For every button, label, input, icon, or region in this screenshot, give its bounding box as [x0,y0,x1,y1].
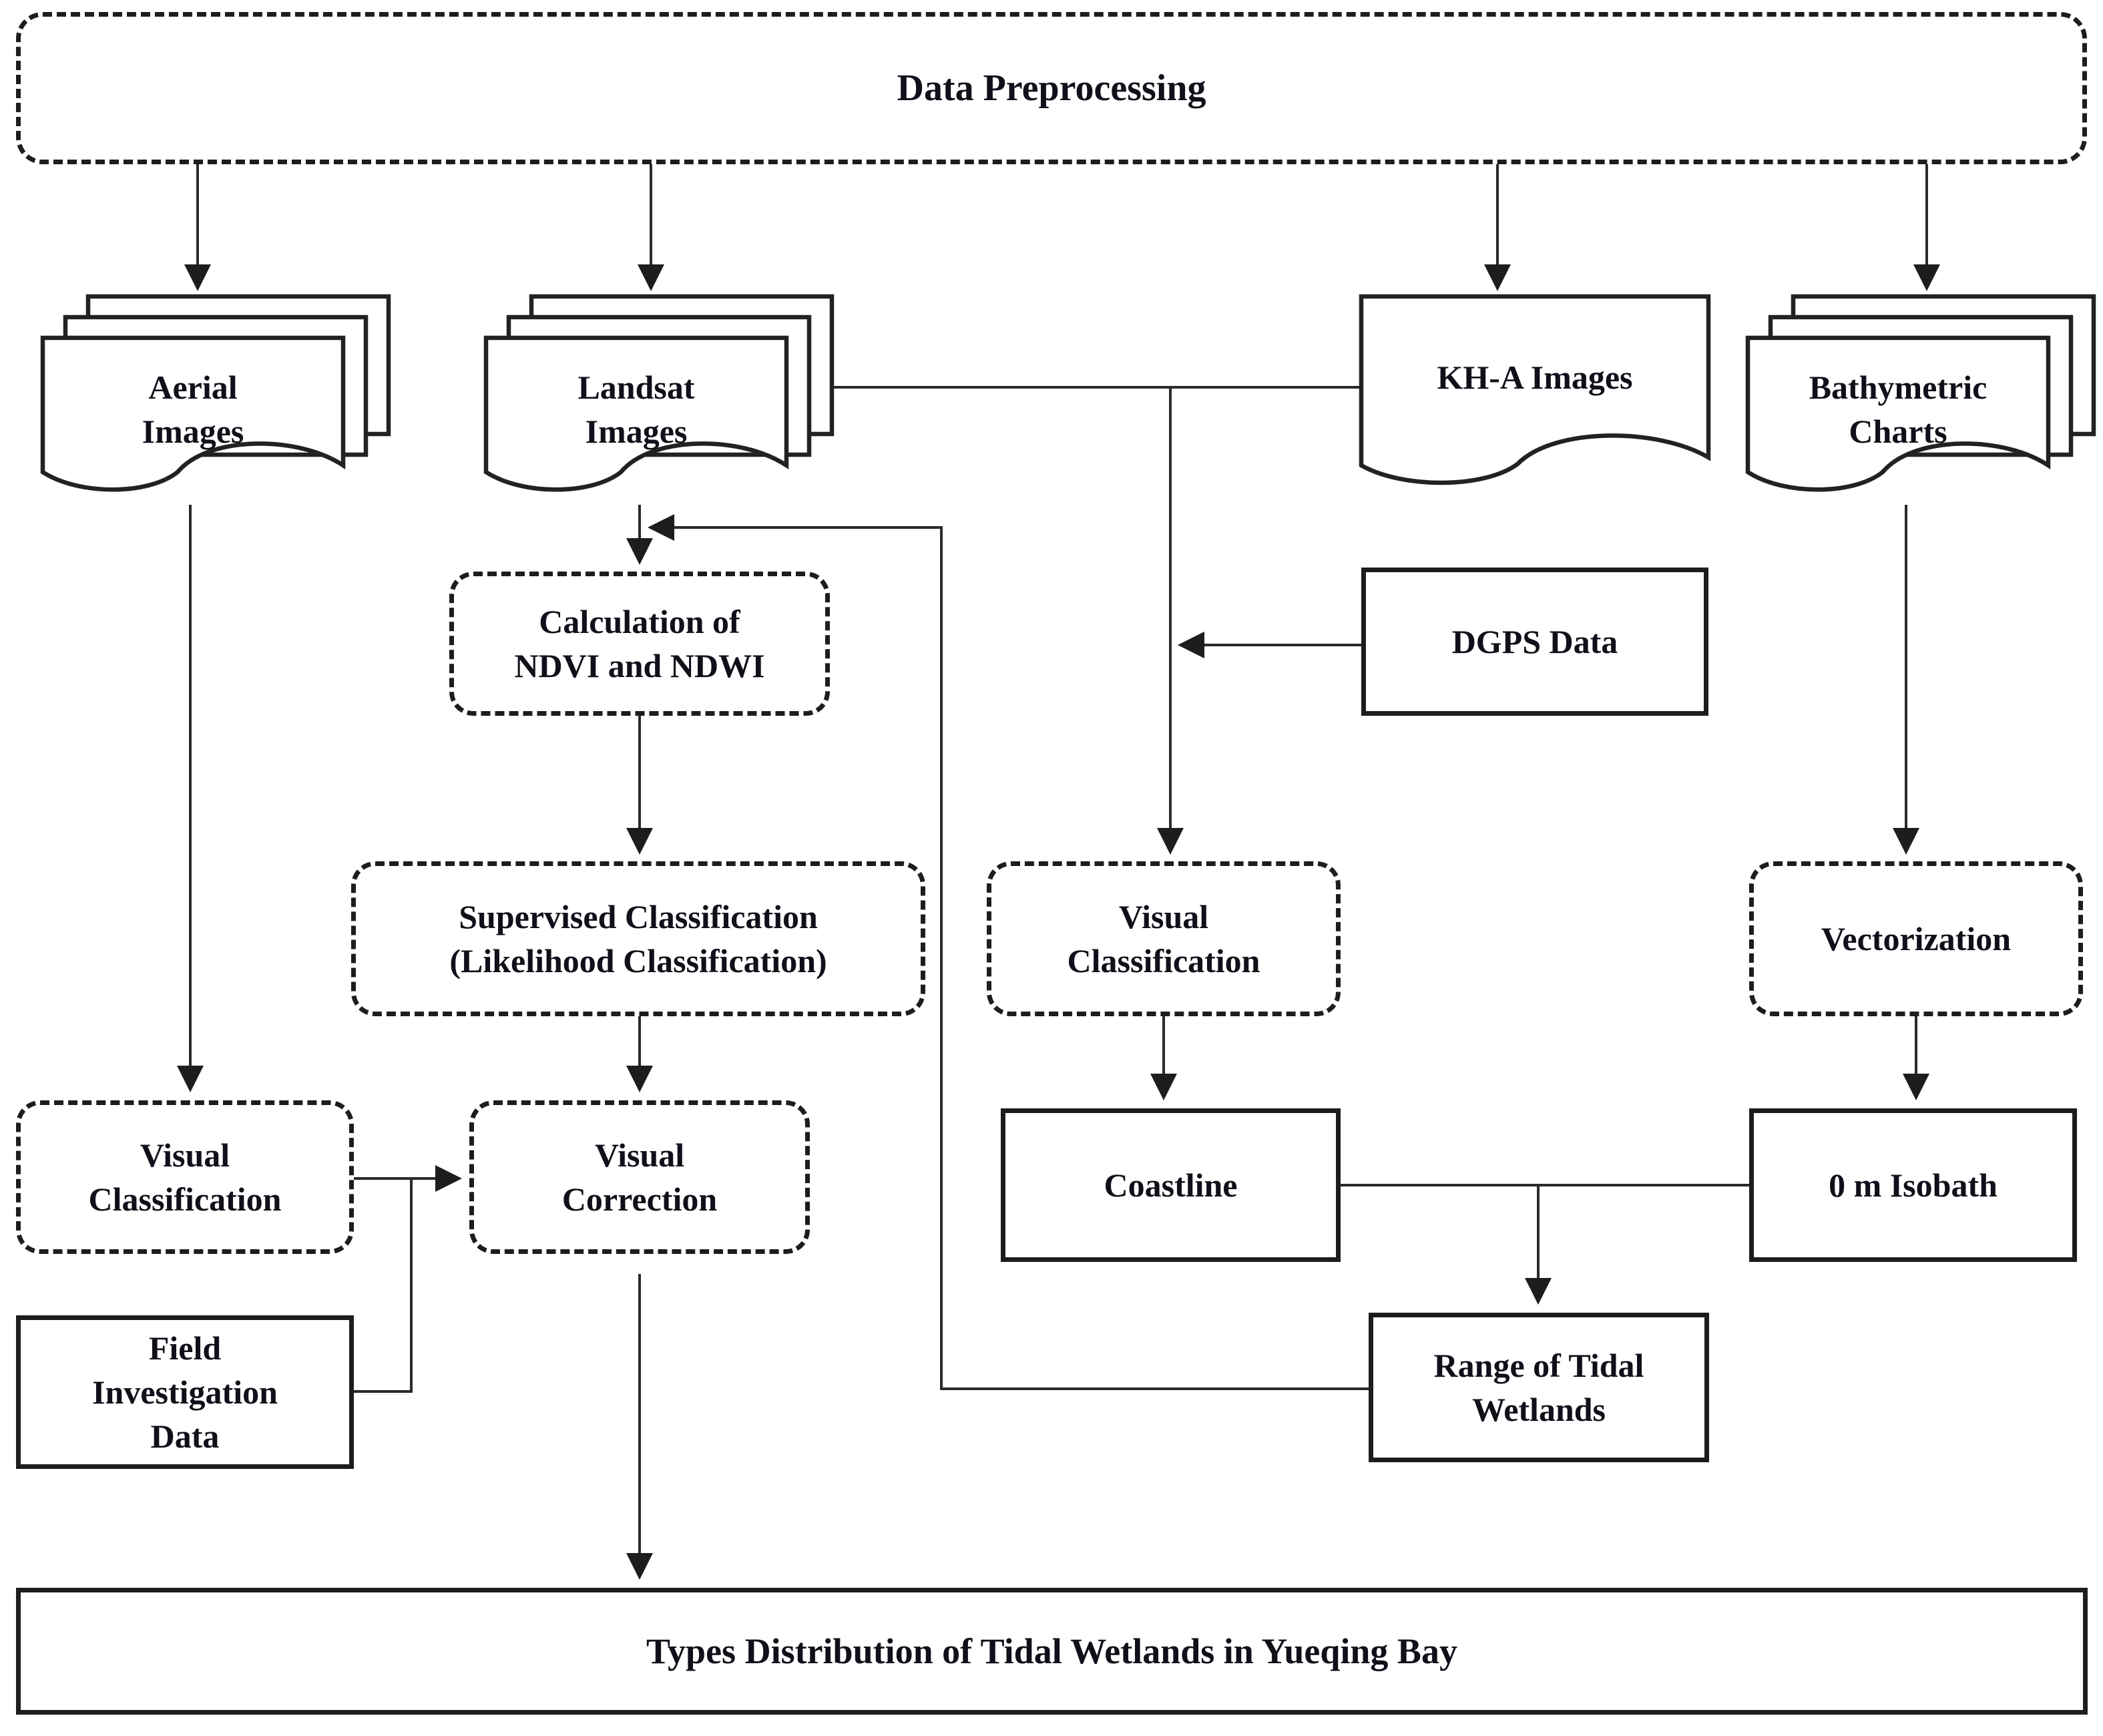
range-tidal-wetlands-label-line2: Wetlands [1471,1391,1606,1428]
bathymetric-charts-label-line2: Charts [1849,412,1947,450]
kha-images-label: KH-A Images [1437,359,1633,396]
connector-range-feedback-to-calculation-line [648,514,1369,1390]
supervised-label-line1: Supervised Classification [459,898,818,935]
coastline-label: Coastline [1104,1166,1238,1204]
vectorization-label: Vectorization [1821,920,2012,957]
visual-correction-label-line1: Visual [594,1136,685,1174]
visual-classification-mid-label-line1: Visual [1118,898,1209,935]
visual-classification-left-label-line2: Classification [88,1180,282,1218]
kha-images-node: KH-A Images [1361,300,1708,454]
field-investigation-label-line3: Data [150,1418,220,1455]
aerial-images-label-line1: Aerial [148,368,238,406]
field-investigation-label-line2: Investigation [92,1373,278,1411]
isobath-label: 0 m Isobath [1829,1166,1998,1204]
landsat-images-label-line1: Landsat [577,368,695,406]
kha-images-document-shape [1359,294,1711,485]
dgps-data-label: DGPS Data [1451,623,1618,660]
aerial-images-label-line2: Images [142,412,244,450]
field-investigation-label-line1: Field [148,1329,222,1367]
aerial-images-document-shape [40,294,391,492]
calculation-ndvi-ndwi-box: Calculation of NDVI and NDWI [449,572,830,716]
field-investigation-box: Field Investigation Data [16,1315,354,1469]
visual-classification-left-box: Visual Classification [16,1100,354,1254]
bathymetric-charts-label-line1: Bathymetric [1809,368,1988,406]
bathymetric-charts-node: Bathymetric Charts [1748,347,2048,471]
supervised-label-line2: (Likelihood Classification) [449,942,827,980]
data-preprocessing-box: Data Preprocessing [16,12,2087,164]
supervised-classification-box: Supervised Classification (Likelihood Cl… [351,861,925,1016]
final-output-label: Types Distribution of Tidal Wetlands in … [646,1631,1457,1671]
isobath-box: 0 m Isobath [1749,1108,2077,1262]
connector-field-investigation-to-junction [354,1178,413,1393]
calculation-label-line2: NDVI and NDWI [514,647,765,684]
visual-classification-left-label-line1: Visual [140,1136,230,1174]
vectorization-box: Vectorization [1749,861,2083,1016]
final-output-box: Types Distribution of Tidal Wetlands in … [16,1588,2088,1715]
calculation-label-line1: Calculation of [539,603,740,640]
landsat-images-label-line2: Images [585,412,688,450]
visual-classification-mid-box: Visual Classification [987,861,1341,1016]
landsat-images-node: Landsat Images [486,347,786,471]
bathymetric-charts-document-shape [1745,294,2096,492]
data-preprocessing-label: Data Preprocessing [897,67,1206,109]
visual-correction-box: Visual Correction [469,1100,810,1254]
range-tidal-wetlands-label-line1: Range of Tidal [1433,1347,1644,1384]
visual-classification-mid-label-line2: Classification [1067,942,1260,980]
visual-correction-label-line2: Correction [561,1180,718,1218]
landsat-images-document-shape [483,294,835,492]
dgps-data-box: DGPS Data [1361,568,1708,716]
aerial-images-node: Aerial Images [43,347,343,471]
range-tidal-wetlands-box: Range of Tidal Wetlands [1369,1313,1709,1462]
coastline-box: Coastline [1001,1108,1341,1262]
